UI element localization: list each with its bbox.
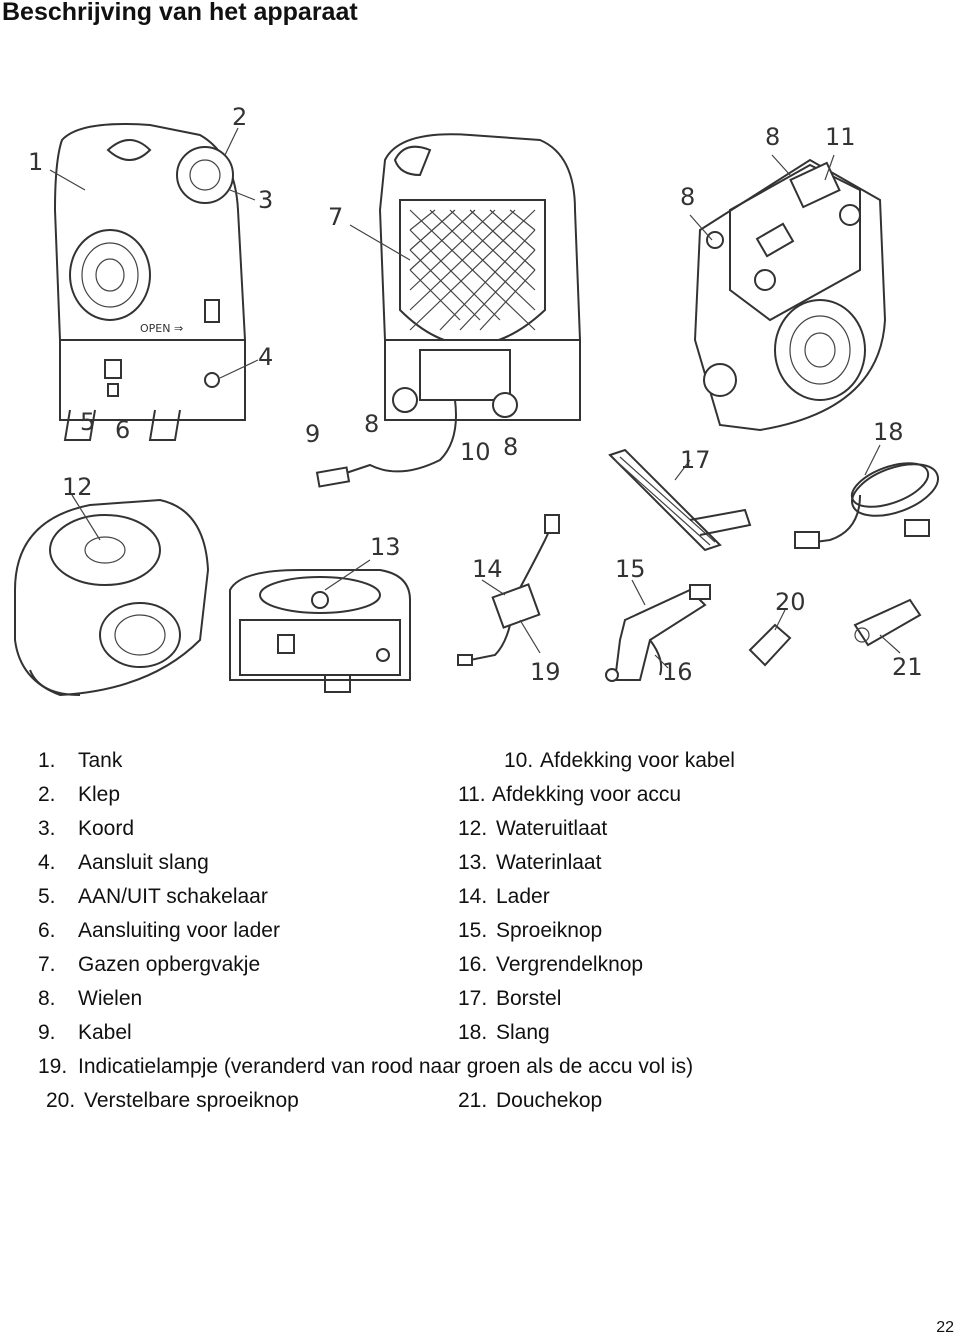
brush-drawing [608,448,752,552]
tank-front-drawing: OPEN ⇒ [53,123,247,441]
legend-item-3: 3.Koord [38,817,135,840]
callout-11: 11 [825,123,856,151]
svg-text:OPEN ⇒: OPEN ⇒ [140,322,183,335]
charger-drawing [457,514,560,666]
callout-5: 5 [80,408,95,436]
legend-item-5: 5.AAN/UIT schakelaar [38,885,268,908]
callout-15: 15 [615,555,646,583]
callout-8-a: 8 [364,410,379,438]
legend-item-13: 13.Waterinlaat [458,851,602,874]
callout-8-d: 8 [680,183,695,211]
tank-back-drawing [315,133,582,488]
callout-16: 16 [662,658,693,686]
callout-19: 19 [530,658,561,686]
callout-numbers: 1 2 3 4 5 6 7 8 8 8 8 9 10 11 12 13 14 1… [28,103,923,686]
callout-20: 20 [775,588,806,616]
legend-item-15: 15.Sproeiknop [458,919,603,942]
callout-6: 6 [115,416,130,444]
tank-inlet-drawing [229,569,411,693]
hose-drawing [794,462,939,549]
callout-12: 12 [62,473,93,501]
legend-item-17: 17.Borstel [458,987,562,1010]
legend-item-11: 11.Afdekking voor accu [458,783,682,806]
legend-item-7: 7.Gazen opbergvakje [38,953,261,976]
page-number: 22 [936,1319,954,1336]
legend-item-2: 2.Klep [38,783,121,806]
callout-lines [49,127,901,669]
shower-head-drawing [853,598,922,647]
legend-item-16: 16.Vergrendelknop [458,953,644,976]
legend-item-10: 10.Afdekking voor kabel [504,749,735,772]
callout-10: 10 [460,438,491,466]
legend-item-18: 18.Slang [458,1021,550,1044]
callout-18: 18 [873,418,904,446]
callout-3: 3 [258,186,273,214]
callout-9: 9 [305,420,320,448]
callout-7: 7 [328,203,343,231]
legend-item-14: 14.Lader [458,885,550,908]
legend-item-1: 1.Tank [38,749,123,772]
spray-gun-drawing [605,584,711,682]
legend-item-8: 8.Wielen [38,987,143,1010]
callout-1: 1 [28,148,43,176]
tank-top-drawing [693,158,887,432]
legend-item-6: 6.Aansluiting voor lader [38,919,280,942]
page-title: Beschrijving van het apparaat [2,0,358,26]
callout-13: 13 [370,533,401,561]
legend-item-20: 20.Verstelbare sproeiknop [46,1089,299,1112]
callout-8-c: 8 [765,123,780,151]
legend-item-9: 9.Kabel [38,1021,132,1044]
legend-item-12: 12.Wateruitlaat [458,817,608,840]
callout-21: 21 [892,653,923,681]
legend-item-21: 21.Douchekop [458,1089,603,1112]
callout-4: 4 [258,343,273,371]
tank-lid-drawing [14,498,210,697]
callout-14: 14 [472,555,503,583]
legend-item-19: 19.Indicatielampje (veranderd van rood n… [38,1055,694,1078]
callout-2: 2 [232,103,247,131]
callout-17: 17 [680,446,711,474]
legend-item-4: 4.Aansluit slang [38,851,209,874]
nozzle-drawing [748,623,792,667]
device-illustration: OPEN ⇒ [0,80,960,720]
callout-8-b: 8 [503,433,518,461]
